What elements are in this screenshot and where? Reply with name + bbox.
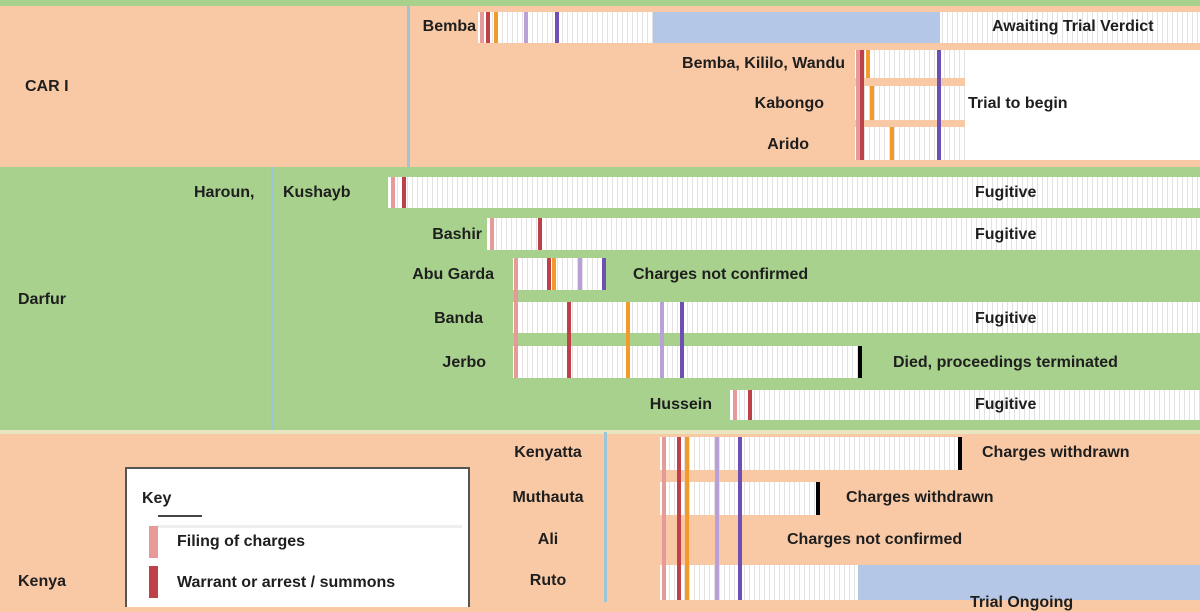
event-marker-warrant [860, 50, 864, 160]
case-label: Bashir [432, 226, 482, 243]
case-label: Banda [434, 310, 483, 327]
timeline-bar [487, 218, 1200, 250]
event-marker-warrant [547, 258, 551, 290]
trial-period [653, 12, 940, 43]
region-darfur [0, 167, 1200, 430]
event-marker-warrant [677, 437, 681, 600]
event-marker-filing [856, 50, 860, 160]
divider [0, 430, 1200, 434]
case-status: Charges withdrawn [982, 444, 1130, 461]
case-label: Ali [537, 531, 559, 548]
situation-label-darfur: Darfur [18, 291, 67, 308]
case-label: Kenyatta [514, 444, 582, 461]
termination-marker [958, 437, 962, 470]
darfur-divider [271, 167, 274, 430]
event-marker-confirmation-hearing [578, 258, 582, 290]
case-label: Arido [767, 136, 809, 153]
event-marker-confirmation [602, 258, 606, 290]
case-label: Bemba, Kililo, Wandu [682, 55, 845, 72]
case-status: Fugitive [975, 184, 1037, 201]
event-marker-confirmation-hearing [524, 12, 528, 43]
termination-marker [858, 346, 862, 378]
event-marker-filing [490, 218, 494, 250]
event-marker-appearance [685, 437, 689, 600]
timeline-bar [730, 390, 1200, 420]
timeline-bar [388, 177, 1200, 208]
case-status: Fugitive [975, 226, 1037, 243]
event-marker-appearance [552, 258, 556, 290]
event-marker-warrant [402, 177, 406, 208]
event-marker-warrant [748, 390, 752, 420]
event-marker-appearance [494, 12, 498, 43]
event-marker-appearance [626, 302, 630, 378]
event-marker-confirmation-hearing [660, 302, 664, 378]
case-status: Charges not confirmed [633, 266, 809, 283]
event-marker-appearance [890, 127, 894, 160]
legend-label: Warrant or arrest / summons [177, 574, 396, 591]
case-label: Bemba [422, 18, 476, 35]
kenya-divider [604, 432, 607, 602]
top-border [0, 0, 1200, 6]
case-label: Hussein [649, 396, 712, 413]
event-marker-appearance [866, 50, 870, 78]
event-marker-warrant [567, 302, 571, 378]
case-status: Fugitive [975, 396, 1037, 413]
timeline-bar [513, 258, 605, 290]
trial-period [858, 565, 1200, 600]
timeline-bar [513, 346, 860, 378]
event-marker-confirmation [937, 50, 941, 160]
legend-box: Key Filing of charges Warrant or arrest … [125, 467, 470, 607]
case-status: Trial to begin [968, 95, 1068, 112]
timeline-bar [855, 50, 965, 78]
timeline-bar [855, 127, 965, 160]
event-marker-appearance [870, 86, 874, 120]
case-status: Trial Ongoing [970, 594, 1074, 611]
legend-swatch-filing [149, 526, 158, 558]
event-marker-confirmation [738, 437, 742, 600]
case-status: Awaiting Trial Verdict [992, 18, 1154, 35]
timeline-bar [660, 437, 960, 470]
situation-label-kenya: Kenya [18, 573, 67, 590]
case-group-label: Haroun, [194, 184, 255, 201]
case-label: Kushayb [283, 184, 351, 201]
event-marker-filing [662, 437, 666, 600]
event-marker-confirmation [555, 12, 559, 43]
case-label: Kabongo [754, 95, 824, 112]
case-label: Ruto [529, 572, 567, 589]
event-marker-warrant [486, 12, 490, 43]
legend-row [157, 525, 462, 559]
legend-title: Key [142, 490, 172, 507]
case-label: Jerbo [442, 354, 486, 371]
timeline-bar [660, 565, 858, 600]
case-status: Died, proceedings terminated [893, 354, 1118, 371]
legend-swatch-warrant [149, 566, 158, 598]
timeline-bar [513, 302, 1200, 333]
situation-label-car: CAR I [25, 78, 69, 95]
event-marker-confirmation [680, 302, 684, 378]
event-marker-confirmation-hearing [715, 437, 719, 600]
event-marker-filing [480, 12, 484, 43]
case-status: Charges not confirmed [787, 531, 963, 548]
termination-marker [816, 482, 820, 515]
legend-title-underline [158, 515, 202, 517]
case-label: Muthauta [512, 489, 584, 506]
status-box [965, 50, 1200, 160]
case-status: Charges withdrawn [846, 489, 994, 506]
event-marker-filing [733, 390, 737, 420]
case-status: Fugitive [975, 310, 1037, 327]
event-marker-warrant [538, 218, 542, 250]
event-marker-filing [391, 177, 395, 208]
legend-label: Filing of charges [177, 533, 306, 550]
case-label: Abu Garda [412, 266, 494, 283]
event-marker-filing [514, 258, 518, 378]
car-divider [407, 6, 410, 167]
